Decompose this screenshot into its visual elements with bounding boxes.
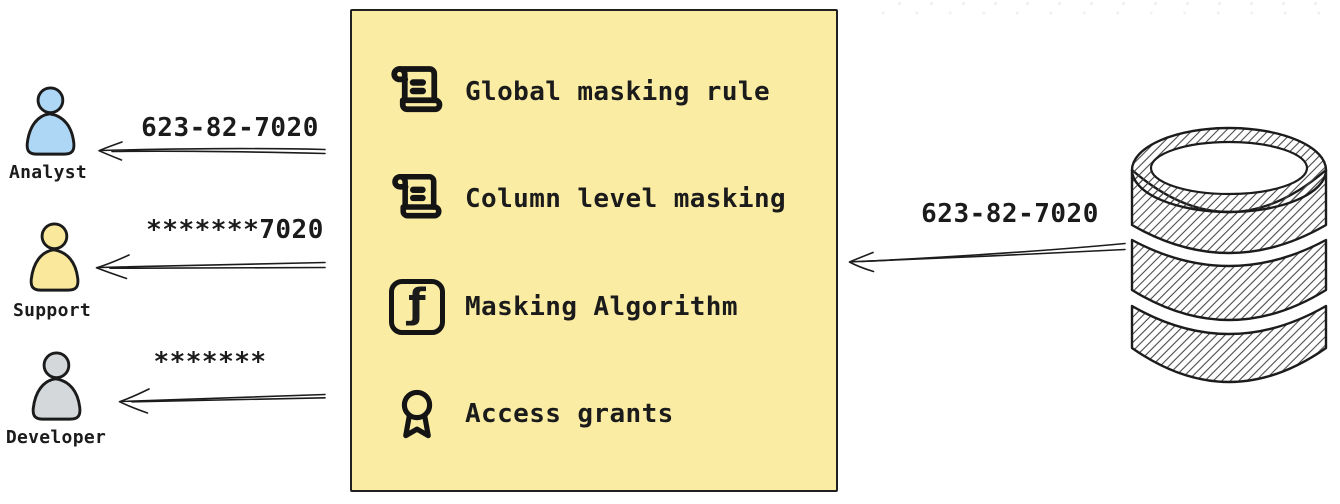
support-person-icon xyxy=(29,222,80,292)
database-icon xyxy=(1130,126,1328,384)
function-glyph: ƒ xyxy=(408,281,426,327)
person-body xyxy=(25,112,76,156)
developer-masked-value: ******* xyxy=(153,347,267,377)
analyst-person-icon xyxy=(25,86,76,156)
masking-item-label: Global masking rule xyxy=(465,77,771,107)
person-body xyxy=(31,377,82,421)
person-body xyxy=(29,248,80,292)
database-outgoing-value: 623-82-7020 xyxy=(921,199,1099,229)
database-bottom-segment xyxy=(1130,304,1328,384)
developer-label: Developer xyxy=(5,427,107,448)
masking-box-item-column-level: Column level masking xyxy=(385,166,828,232)
analyst-label: Analyst xyxy=(9,162,87,183)
database-top-opening xyxy=(1149,140,1309,196)
developer-person-icon xyxy=(31,351,82,421)
masking-policy-box: Global masking rule Column level masking… xyxy=(350,9,838,492)
dotted-guide-line xyxy=(882,2,1340,15)
award-icon xyxy=(385,382,449,446)
database-middle-segment xyxy=(1130,238,1328,322)
masking-item-label: Column level masking xyxy=(465,184,787,214)
function-icon: ƒ xyxy=(385,279,449,335)
arrow-box-to-developer xyxy=(118,388,326,414)
person-head xyxy=(40,222,69,251)
scroll-text-icon xyxy=(385,169,449,229)
masking-box-item-global-rule: Global masking rule xyxy=(385,59,828,125)
analyst-masked-value: 623-82-7020 xyxy=(141,113,319,143)
arrow-box-to-analyst xyxy=(98,141,326,161)
person-head xyxy=(42,351,71,380)
masking-box-item-access-grants: Access grants xyxy=(385,381,828,447)
support-masked-value: *******7020 xyxy=(146,215,324,245)
arrow-box-to-support xyxy=(95,254,326,280)
masking-item-label: Masking Algorithm xyxy=(465,292,738,322)
masking-item-label: Access grants xyxy=(465,399,674,429)
masking-box-item-algorithm: ƒ Masking Algorithm xyxy=(385,274,828,340)
arrow-database-to-box xyxy=(848,242,1126,273)
scroll-text-icon xyxy=(385,61,449,123)
person-head xyxy=(36,86,65,115)
support-label: Support xyxy=(13,300,91,321)
